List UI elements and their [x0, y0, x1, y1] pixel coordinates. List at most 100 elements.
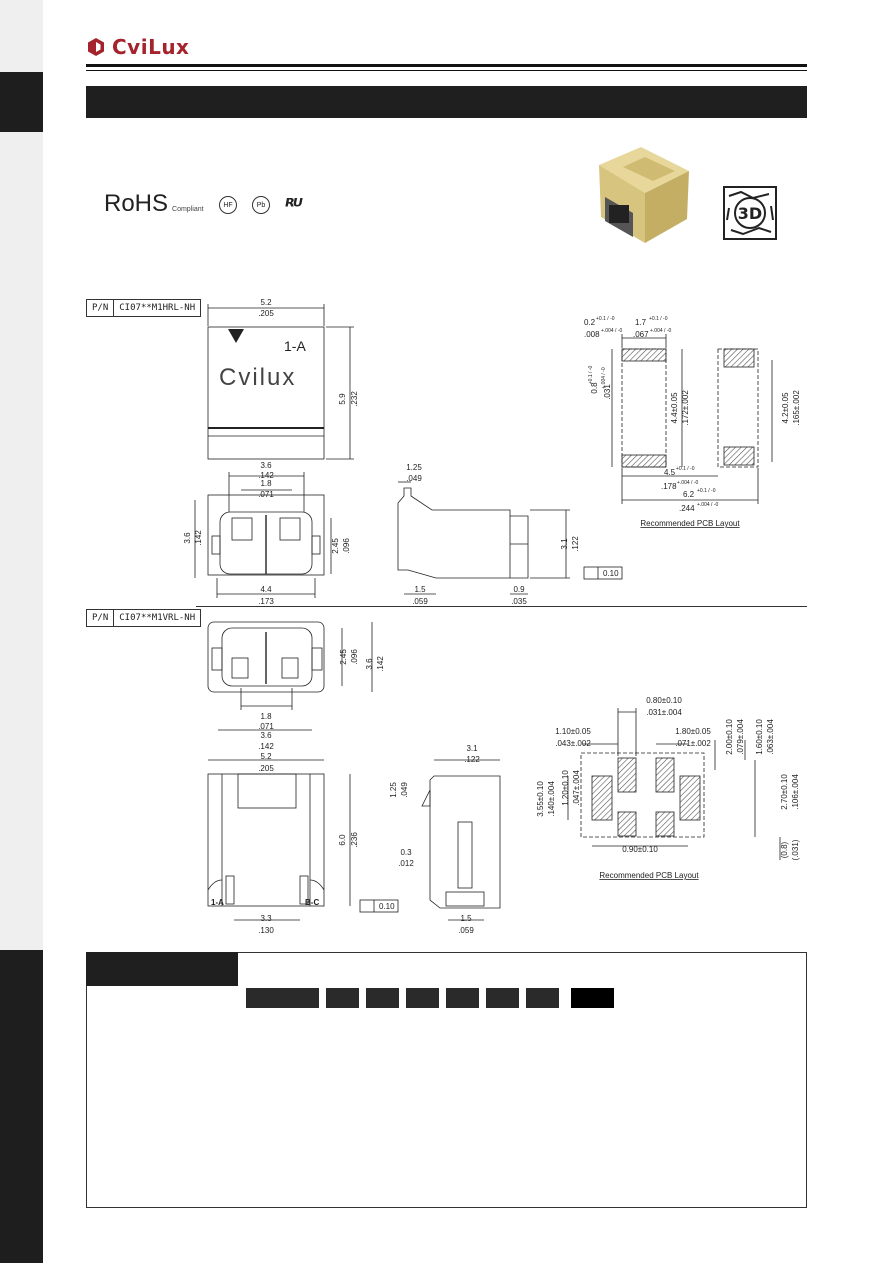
dim-label: .178: [661, 482, 677, 491]
dim-label: 6.2: [683, 490, 695, 499]
code-box-1: [246, 988, 319, 1008]
dim-tol: +0.1 / -0: [649, 316, 668, 322]
body-logo: Cvilux: [219, 364, 296, 391]
dim-label: 2.45: [331, 538, 340, 554]
dim-label: .071: [258, 490, 274, 499]
brand-name: CviLux: [112, 35, 190, 59]
dim-tol: +.004 / -0: [601, 328, 622, 334]
header-rule: [86, 64, 807, 67]
dim-label: .142: [194, 530, 203, 546]
dim-label: .049: [400, 782, 409, 798]
dim-label: .067: [633, 330, 649, 339]
ul-certification-icon: ᴿᵁ: [285, 194, 303, 218]
dim-label: .059: [458, 926, 474, 935]
dim-label: 1.8: [260, 479, 272, 488]
part-number-label-2: P/N CI07**M1VRL-NH: [86, 609, 202, 627]
dim-label: .140±.004: [547, 781, 556, 817]
dim-label: 0.9: [513, 585, 525, 594]
top-view-outline: [207, 326, 325, 460]
dim-label: .071: [258, 722, 274, 731]
dim-label: .122: [464, 755, 480, 764]
dim-label: .059: [412, 597, 428, 606]
code-box-3: [366, 988, 399, 1008]
flatness-value: 0.10: [379, 902, 395, 911]
dim-label: .232: [350, 391, 359, 407]
dim-label: 0.2: [584, 318, 596, 327]
dim-label: .142: [258, 471, 274, 480]
code-box-5: [446, 988, 479, 1008]
dim-label: 0.80±0.10: [646, 696, 682, 705]
lead-free-icon: Pb: [252, 196, 270, 214]
dim-label: 4.2±0.05: [781, 392, 790, 424]
dim-label: 5.2: [260, 298, 272, 307]
dim-label: 1.10±0.05: [555, 727, 591, 736]
dim-tol: +0.1 / -0: [676, 466, 695, 472]
dim-label: .106±.004: [791, 774, 800, 810]
badge-label: 3D: [738, 204, 762, 223]
dim-label: 3.55±0.10: [536, 781, 545, 817]
dim-label: 0.90±0.10: [622, 845, 658, 854]
pcb-outline-2: [580, 752, 705, 838]
dim-label: .047±.004: [572, 770, 581, 806]
header-rule-thin: [86, 70, 807, 71]
dim-label: 1.7: [635, 318, 647, 327]
dim-label: 5.2: [260, 752, 272, 761]
dim-tol: +0.1 / -0: [596, 316, 615, 322]
section-divider: [196, 606, 807, 607]
dim-label: 1.60±0.10: [755, 719, 764, 755]
dim-label: .096: [350, 649, 359, 665]
dim-tol: +.004 / -0: [677, 480, 698, 486]
dim-label: 0.8: [590, 382, 599, 394]
left-section-tab-lower: [0, 950, 43, 1263]
dim-label: .096: [342, 538, 351, 554]
code-box-7: [526, 988, 559, 1008]
code-box-6: [486, 988, 519, 1008]
dim-label: .236: [350, 832, 359, 848]
rohs-mark: RoHS Compliant: [104, 192, 204, 216]
brand-logo: CviLux: [86, 34, 189, 60]
dim-label: (0.8): [780, 841, 789, 858]
halogen-free-icon: HF: [219, 196, 237, 214]
dim-label: 6.0: [338, 834, 347, 846]
dim-label: 1.80±0.05: [675, 727, 711, 736]
dim-label: .049: [406, 474, 422, 483]
front-view-outline-2: [207, 773, 325, 907]
dim-label: .172±.002: [681, 390, 690, 426]
pn-key-2: P/N: [87, 610, 115, 626]
pn-key: P/N: [87, 300, 115, 316]
rohs-word: RoHS: [104, 190, 169, 217]
title-bar: [86, 86, 807, 118]
dim-label: .079±.004: [736, 719, 745, 755]
connector-photo: [599, 147, 689, 243]
dim-label: 1.25: [389, 782, 398, 798]
dim-label: 4.5: [664, 468, 676, 477]
code-box-8: [571, 988, 614, 1008]
dim-label: .035: [511, 597, 527, 606]
dim-label: 1.5: [414, 585, 426, 594]
dim-label: 1.5: [460, 914, 472, 923]
dim-tol: +0.1 / -0: [697, 488, 716, 494]
dim-label: .031: [603, 384, 612, 400]
dim-label: .031±.004: [646, 708, 682, 717]
pin-label: 1-A: [284, 338, 306, 354]
dim-label: .071±.002: [675, 739, 711, 748]
dim-label: .205: [258, 309, 274, 318]
dim-label: .165±.002: [792, 390, 801, 426]
dim-label: 0.3: [400, 848, 412, 857]
dim-label: .008: [584, 330, 600, 339]
dim-tol: +.004 / -0: [650, 328, 671, 334]
pn-value-2: CI07**M1VRL-NH: [119, 613, 196, 623]
rohs-compliant: Compliant: [172, 206, 204, 213]
dim-label: 3.6: [260, 731, 272, 740]
dim-label: 2.70±0.10: [780, 774, 789, 810]
dim-tol: +0.1 / -0: [588, 366, 594, 385]
dim-label: 4.4±0.05: [670, 392, 679, 424]
side-view-outline-2: [429, 775, 501, 909]
pcb-caption-2: Recommended PCB Layout: [599, 871, 699, 880]
pn-value: CI07**M1HRL-NH: [119, 303, 196, 313]
dim-label: (.031): [791, 839, 800, 860]
brand-hexagon-icon: [88, 38, 104, 56]
pin-label-right: B-C: [305, 898, 319, 907]
dim-label: .244: [679, 504, 695, 513]
